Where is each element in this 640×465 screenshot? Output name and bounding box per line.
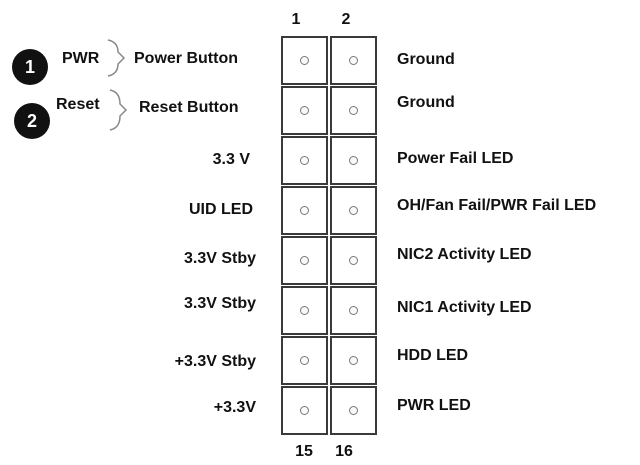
- header-cell-pin-4: [330, 86, 377, 135]
- pin-1-circle: [300, 56, 309, 65]
- pin-15-circle: [300, 406, 309, 415]
- header-cell-pin-15: [281, 386, 328, 435]
- header-cell-pin-16: [330, 386, 377, 435]
- right-label-pin-8: OH/Fan Fail/PWR Fail LED: [397, 197, 597, 214]
- pin-2-circle: [349, 56, 358, 65]
- right-label-pin-6: Power Fail LED: [397, 150, 514, 167]
- header-cell-pin-11: [281, 286, 328, 335]
- left-label-pin-11: 3.3V Stby: [183, 295, 256, 312]
- callout-brace-1: [107, 39, 126, 77]
- pin-4-circle: [349, 106, 358, 115]
- right-label-pin-4: Ground: [397, 94, 455, 111]
- header-cell-pin-9: [281, 236, 328, 285]
- header-cell-pin-7: [281, 186, 328, 235]
- pin-6-circle: [349, 156, 358, 165]
- column-number-15: 15: [295, 443, 313, 460]
- right-label-pin-12: NIC1 Activity LED: [397, 299, 532, 316]
- header-cell-pin-6: [330, 136, 377, 185]
- callout-label-reset-button: Reset Button: [139, 99, 239, 116]
- pin-9-circle: [300, 256, 309, 265]
- pin-14-circle: [349, 356, 358, 365]
- header-cell-pin-5: [281, 136, 328, 185]
- header-cell-pin-10: [330, 236, 377, 285]
- left-label-pin-15: +3.3V: [213, 399, 256, 416]
- callout-badge-2: 2: [14, 103, 50, 139]
- pin-12-circle: [349, 306, 358, 315]
- left-label-pin-7: UID LED: [189, 201, 253, 218]
- callout-brace-2: [109, 89, 128, 131]
- right-label-pin-10: NIC2 Activity LED: [397, 246, 532, 263]
- pin-11-circle: [300, 306, 309, 315]
- header-cell-pin-1: [281, 36, 328, 85]
- callout-label-power-button: Power Button: [134, 50, 238, 67]
- left-label-pin-5: 3.3 V: [212, 151, 250, 168]
- header-cell-pin-2: [330, 36, 377, 85]
- left-label-pin-9: 3.3V Stby: [183, 250, 256, 267]
- header-cell-pin-13: [281, 336, 328, 385]
- header-cell-pin-14: [330, 336, 377, 385]
- callout-short-pwr: PWR: [62, 50, 100, 67]
- header-cell-pin-8: [330, 186, 377, 235]
- header-cell-pin-3: [281, 86, 328, 135]
- pin-10-circle: [349, 256, 358, 265]
- right-label-pin-14: HDD LED: [397, 347, 469, 364]
- pin-13-circle: [300, 356, 309, 365]
- pin-16-circle: [349, 406, 358, 415]
- pin-7-circle: [300, 206, 309, 215]
- pin-3-circle: [300, 106, 309, 115]
- right-label-pin-16: PWR LED: [397, 397, 471, 414]
- pin-5-circle: [300, 156, 309, 165]
- callout-short-reset: Reset: [56, 96, 100, 113]
- column-number-2: 2: [341, 11, 351, 28]
- pin-8-circle: [349, 206, 358, 215]
- column-number-1: 1: [291, 11, 301, 28]
- column-number-16: 16: [335, 443, 353, 460]
- left-label-pin-13: +3.3V Stby: [174, 353, 256, 370]
- header-cell-pin-12: [330, 286, 377, 335]
- callout-badge-1: 1: [12, 49, 48, 85]
- right-label-pin-2: Ground: [397, 51, 455, 68]
